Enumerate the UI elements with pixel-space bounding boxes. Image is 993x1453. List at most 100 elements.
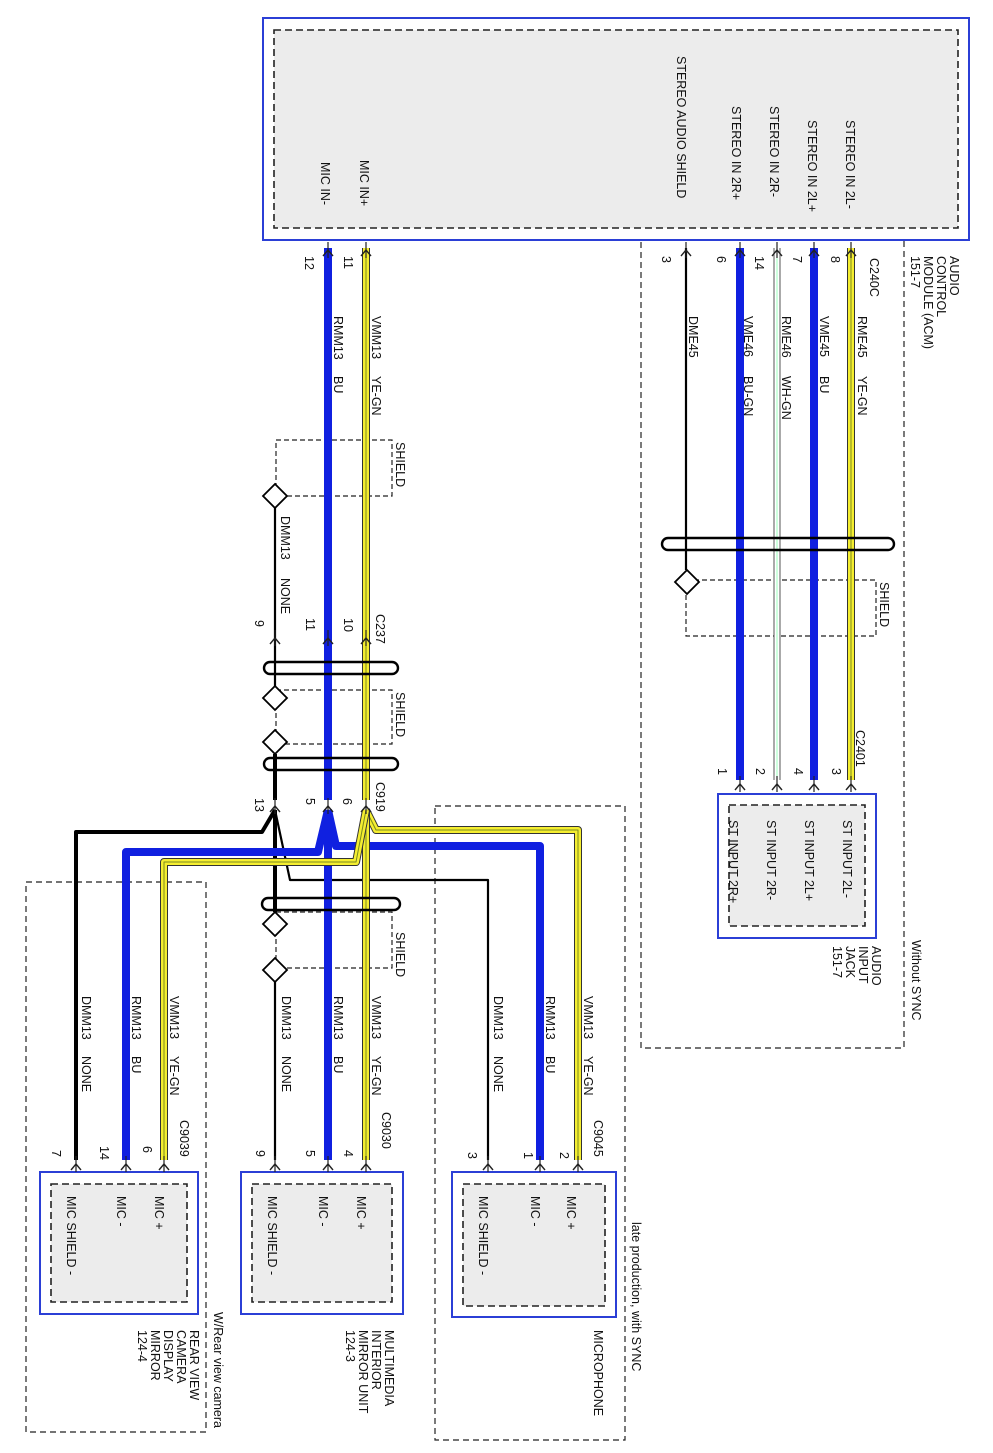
upper-wire-labels: RME45 YE-GN VME45 BU RME46 WH-GN VME46 B… <box>278 316 869 614</box>
acm-pin-mic-in-minus: MIC IN- <box>318 162 332 205</box>
acm-pin-stub-4-chevron <box>680 248 692 257</box>
mirror-pin-label-plus: MIC + <box>354 1196 368 1230</box>
c919-pin-stub-2-chevron <box>269 804 281 813</box>
mic-pin-stub-1-chevron <box>534 1162 546 1171</box>
jack-title-line-1: AUDIO <box>869 946 883 986</box>
acm-pin-stub-5 <box>360 242 372 258</box>
acm-pin-mic-in-plus: MIC IN+ <box>357 160 371 206</box>
mirror-title-line-3: MIRROR UNIT <box>356 1330 370 1414</box>
camera-wire-dmm13-color: NONE <box>79 1056 93 1092</box>
acm-pin-stub-6 <box>322 242 334 258</box>
wire-camera-dmm13-core <box>74 808 277 1160</box>
c919-pin-5: 5 <box>303 798 317 805</box>
camera-pin-numbers: 6 14 7 <box>49 1146 154 1160</box>
camera-title-line-2: CAMERA <box>174 1330 188 1384</box>
acm-pin-number-11: 11 <box>341 256 355 269</box>
acm-pin-stereo-in-2l-plus: STEREO IN 2L+ <box>805 120 819 212</box>
without-sync-label: Without SYNC <box>909 940 923 1021</box>
wire-label-vmm13-upper: VMM13 <box>369 316 383 359</box>
c237-pin-stub-1 <box>322 630 334 646</box>
jack-pin-2l-minus: ST INPUT 2L- <box>840 820 854 898</box>
camera-pin-stub-2-chevron <box>70 1162 82 1171</box>
shield-label-lower: SHIELD <box>393 932 407 977</box>
mic-pin-numbers: 2 1 3 <box>465 1152 571 1159</box>
mic-pin-label-plus: MIC + <box>564 1196 578 1230</box>
mirror-wire-rmm13-color: BU <box>331 1056 345 1073</box>
wire-color-vme45: BU <box>817 376 831 393</box>
mirror-pin-stub-2-chevron <box>269 1162 281 1171</box>
input-jack-pin-labels: ST INPUT 2L- ST INPUT 2L+ ST INPUT 2R- S… <box>726 820 854 903</box>
mirror-wire-vmm13-color: YE-GN <box>369 1056 383 1096</box>
wire-color-rme46: WH-GN <box>779 376 793 420</box>
camera-title-line-1: REAR VIEW <box>187 1330 201 1400</box>
jack-title-line-2: INPUT <box>856 946 870 984</box>
wire-label-rme46: RME46 <box>779 316 793 358</box>
shield-box-acm <box>685 579 877 637</box>
mirror-pin-9: 9 <box>253 1150 267 1157</box>
wire-color-vme46: BU-GN <box>741 376 755 416</box>
wire-camera-vmm13 <box>160 809 370 1160</box>
mirror-pin-label-shield: MIC SHIELD - <box>265 1196 279 1275</box>
mic-pin-label-minus: MIC - <box>528 1196 542 1227</box>
camera-mirror-module <box>39 1171 199 1315</box>
camera-connector-label: C9039 <box>177 1120 191 1157</box>
camera-pin-7: 7 <box>49 1150 63 1157</box>
camera-wire-vmm13: VMM13 <box>167 996 181 1039</box>
mirror-pin-5: 5 <box>303 1150 317 1157</box>
camera-pin-6: 6 <box>140 1146 154 1153</box>
wire-label-rme45: RME45 <box>855 316 869 358</box>
shield-label-mid: SHIELD <box>393 692 407 737</box>
mic-pin-3: 3 <box>465 1152 479 1159</box>
wire-label-dmm13-upper: DMM13 <box>278 516 292 560</box>
c237-pin-11: 11 <box>303 618 317 631</box>
c237-pin-stub-2-chevron <box>269 636 281 645</box>
wire-camera-rmm13-core <box>122 809 332 1160</box>
shield-box-lower <box>275 911 393 969</box>
microphone-title: MICROPHONE <box>591 1330 605 1416</box>
c237-pin-numbers: 10 11 9 <box>252 618 355 632</box>
c2401-pin-1: 1 <box>715 768 729 775</box>
wire-label-rmm13-upper: RMM13 <box>331 316 345 360</box>
mirror-pin-stub-0 <box>360 1156 372 1172</box>
camera-pin-stub-0-chevron <box>158 1162 170 1171</box>
microphone-region <box>434 805 626 1441</box>
mic-module-pin-labels: MIC + MIC - MIC SHIELD - <box>476 1196 578 1275</box>
wire-mic-vmm13-stripe <box>365 809 579 1160</box>
shield-box-upper <box>275 439 393 497</box>
mirror-module-pin-labels: MIC + MIC - MIC SHIELD - <box>265 1196 368 1275</box>
c237-pin-stub-2 <box>269 630 281 646</box>
audio-control-module <box>262 17 970 241</box>
acm-pin-stub-3-chevron <box>734 248 746 257</box>
wire-label-vme46: VME46 <box>741 316 755 357</box>
mirror-title-line-1: MULTIMEDIA <box>382 1330 396 1407</box>
wire-camera-dmm13 <box>74 808 277 1160</box>
shield-label-upper: SHIELD <box>393 442 407 487</box>
mic-pin-2: 2 <box>557 1152 571 1159</box>
c919-pin-6: 6 <box>340 798 354 805</box>
jack-title-line-3: JACK <box>843 946 857 979</box>
acm-connector-label: C240C <box>867 258 881 297</box>
microphone-note: late production, with SYNC <box>629 1222 643 1371</box>
acm-pin-stereo-audio-shield: STEREO AUDIO SHIELD <box>674 56 688 198</box>
acm-pin-stereo-in-2l-minus: STEREO IN 2L- <box>843 120 857 209</box>
shield-box-mid <box>275 689 393 745</box>
audio-input-jack-module <box>717 793 877 939</box>
connector-pins <box>70 242 857 1172</box>
input-jack-title: AUDIO INPUT JACK 151-7 <box>830 946 883 986</box>
acm-pin-number-12: 12 <box>302 256 316 270</box>
acm-title-line-4: 151-7 <box>908 256 922 288</box>
c237-pin-9: 9 <box>252 620 266 627</box>
c237-pin-stub-1-chevron <box>322 636 334 645</box>
c2401-pin-stub-1-chevron <box>808 782 820 791</box>
acm-pin-stereo-in-2r-plus: STEREO IN 2R+ <box>729 106 743 200</box>
mic-pin-label-shield: MIC SHIELD - <box>476 1196 490 1275</box>
acm-pin-stub-1 <box>808 242 820 258</box>
acm-title: AUDIO CONTROL MODULE (ACM) 151-7 <box>908 256 961 349</box>
c2401-pin-stub-0 <box>845 776 857 792</box>
c2401-pin-stub-3-chevron <box>734 782 746 791</box>
camera-pin-14: 14 <box>97 1146 111 1160</box>
wire-color-rme45: YE-GN <box>855 376 869 416</box>
acm-pin-stub-4 <box>680 242 692 258</box>
c2401-pin-2: 2 <box>753 768 767 775</box>
c919-label: C919 <box>373 782 387 812</box>
